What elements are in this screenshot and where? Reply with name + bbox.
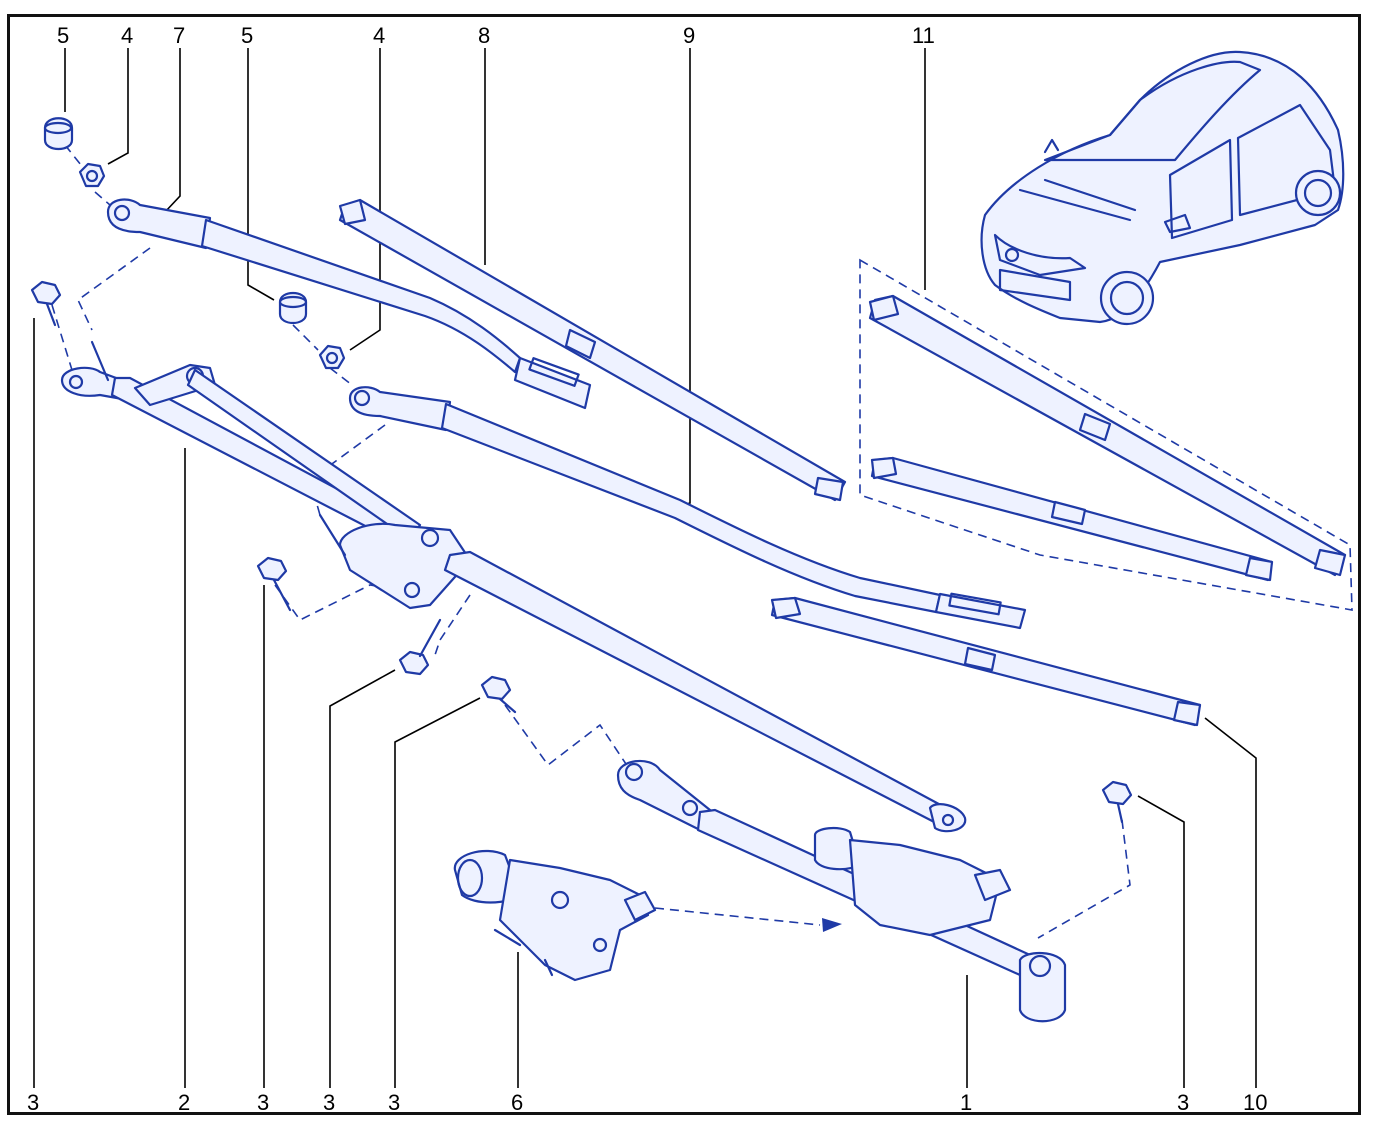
cap-5-left	[43, 117, 74, 151]
callout-4-top-right: 4	[373, 23, 386, 48]
callout-6-bottom: 6	[511, 1090, 524, 1115]
callout-5-top-left: 5	[57, 23, 70, 48]
callout-7-top: 7	[173, 23, 186, 48]
bolt-3-a	[30, 280, 62, 327]
callout-5-top-right: 5	[241, 23, 254, 48]
wiper-blade-8	[338, 198, 847, 502]
bolt-3-c	[398, 618, 442, 676]
motor-linkage-assembly-1	[616, 759, 1067, 1023]
callout-2-bottom: 2	[178, 1090, 191, 1115]
car-illustration	[980, 50, 1345, 326]
callout-1-bottom: 1	[960, 1090, 973, 1115]
nut-4-right	[318, 344, 346, 370]
callout-10-bottom: 10	[1243, 1090, 1268, 1115]
nut-4-left	[78, 162, 106, 188]
bolt-3-d	[480, 675, 517, 714]
wiper-arm-7	[106, 198, 592, 410]
bolt-3-e	[1101, 780, 1133, 824]
callout-11-top: 11	[912, 23, 935, 48]
wiper-motor-6	[453, 850, 657, 982]
arrow-icon	[822, 918, 842, 932]
callout-3-bottom-b: 3	[257, 1090, 270, 1115]
wiper-blades-11	[868, 294, 1347, 582]
callout-9-top: 9	[683, 23, 696, 48]
cap-5-right	[278, 291, 308, 325]
callout-3-bottom-a: 3	[27, 1090, 40, 1115]
callout-3-bottom-e: 3	[1177, 1090, 1190, 1115]
bolt-3-b	[256, 556, 292, 612]
callout-4-top-left: 4	[121, 23, 134, 48]
callout-3-bottom-c: 3	[323, 1090, 336, 1115]
callout-3-bottom-d: 3	[388, 1090, 401, 1115]
wiper-linkage-2	[60, 340, 967, 833]
wiper-blade-10	[770, 596, 1202, 727]
wiper-arm-9	[348, 386, 1027, 630]
callout-8-top: 8	[478, 23, 491, 48]
